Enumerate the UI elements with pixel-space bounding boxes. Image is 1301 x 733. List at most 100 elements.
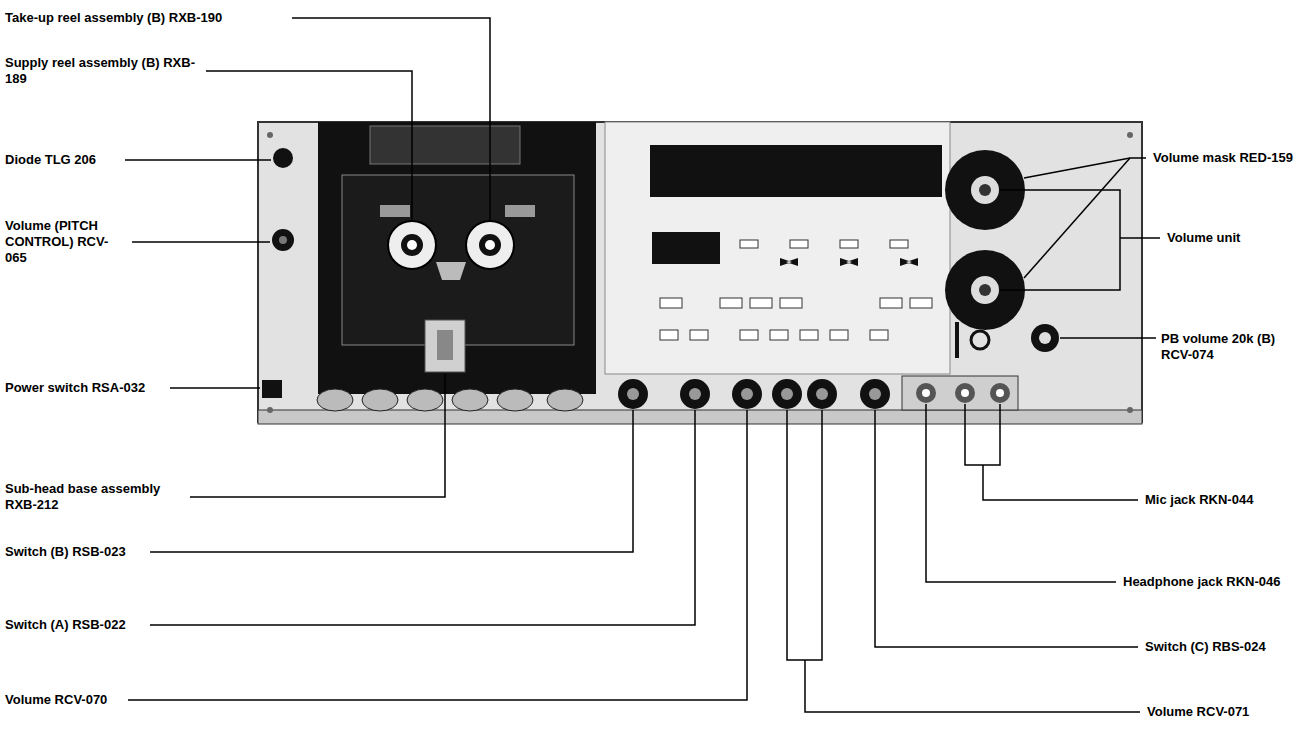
part-label: Power switch RSA-032 bbox=[2, 380, 148, 396]
switch-knob bbox=[680, 379, 710, 409]
front-panel bbox=[258, 122, 1142, 424]
selector-button bbox=[750, 298, 772, 308]
operation-key bbox=[547, 389, 583, 411]
screw bbox=[267, 407, 273, 413]
part-label: Sub-head base assembly RXB-212 bbox=[2, 481, 187, 513]
volume-knob-center bbox=[979, 184, 991, 196]
tape-mechanism bbox=[318, 122, 596, 394]
switch-knob bbox=[618, 379, 648, 409]
take-up-reel bbox=[466, 221, 514, 269]
leader-lines bbox=[125, 18, 1160, 712]
supply-reel bbox=[388, 221, 436, 269]
part-label: Take-up reel assembly (B) RXB-190 bbox=[2, 10, 225, 26]
part-label: Supply reel assembly (B) RXB-189 bbox=[2, 55, 202, 87]
leader-line bbox=[125, 159, 271, 161]
selector-button bbox=[660, 330, 678, 340]
jack-hole bbox=[996, 389, 1004, 397]
indicator-mark bbox=[900, 258, 918, 266]
bottom-row bbox=[618, 376, 1018, 410]
part-label: Diode TLG 206 bbox=[2, 152, 99, 168]
holder-clip bbox=[380, 205, 410, 217]
reel-spindle bbox=[485, 240, 495, 250]
screw bbox=[267, 132, 273, 138]
operation-key bbox=[452, 389, 488, 411]
part-label: Volume RCV-070 bbox=[2, 692, 110, 708]
display-plate bbox=[605, 122, 950, 374]
leader-line bbox=[926, 404, 1116, 582]
volume-knob bbox=[971, 176, 999, 204]
operation-key bbox=[407, 389, 443, 411]
selector-button bbox=[840, 240, 858, 248]
selector-button bbox=[910, 298, 932, 308]
panel-mark bbox=[955, 322, 959, 358]
part-label: Headphone jack RKN-046 bbox=[1120, 574, 1284, 590]
leader-bracket bbox=[965, 404, 1000, 465]
headphone-jack bbox=[916, 383, 936, 403]
meter-window bbox=[650, 145, 942, 197]
part-label: Switch (A) RSB-022 bbox=[2, 617, 129, 633]
screw bbox=[1127, 132, 1133, 138]
pb-volume-center bbox=[1039, 332, 1051, 344]
pitch-knob bbox=[272, 229, 294, 251]
part-label: PB volume 20k (B) RCV-074 bbox=[1158, 331, 1296, 363]
selector-button bbox=[770, 330, 788, 340]
leader-line bbox=[1060, 337, 1156, 339]
power-switch bbox=[262, 380, 282, 398]
panel-bottom-strip bbox=[258, 410, 1142, 424]
selector-button bbox=[740, 240, 758, 248]
leader-line bbox=[1120, 237, 1160, 239]
knob-center bbox=[689, 388, 701, 400]
volume-knob bbox=[772, 379, 802, 409]
volume-knob bbox=[971, 276, 999, 304]
leader-line bbox=[132, 241, 270, 243]
sub-head-base bbox=[425, 320, 465, 372]
indicator-mark bbox=[780, 258, 798, 266]
switch-knob bbox=[860, 379, 890, 409]
leader-line bbox=[128, 410, 747, 700]
operation-key bbox=[362, 389, 398, 411]
leader-bracket bbox=[787, 410, 822, 660]
leader-bracket bbox=[1000, 190, 1120, 290]
part-label: Volume RCV-071 bbox=[1144, 704, 1252, 720]
volume-knob bbox=[807, 379, 837, 409]
leader-line bbox=[1024, 158, 1130, 278]
reel-spindle bbox=[407, 240, 417, 250]
holder-clip bbox=[505, 205, 535, 217]
selector-button bbox=[740, 330, 758, 340]
pitch-knob-center bbox=[279, 236, 287, 244]
part-label: Volume (PITCH CONTROL) RCV-065 bbox=[2, 218, 127, 266]
leader-line bbox=[170, 387, 260, 389]
selector-button bbox=[800, 330, 818, 340]
mic-jack bbox=[990, 383, 1010, 403]
jack-hole bbox=[961, 389, 969, 397]
diode-lamp bbox=[273, 148, 293, 168]
knob-center bbox=[741, 388, 753, 400]
part-label: Volume mask RED-159 bbox=[1150, 150, 1296, 166]
leader-line bbox=[150, 410, 633, 552]
mechanism-body bbox=[318, 122, 596, 394]
panel-plate bbox=[258, 122, 1142, 422]
selector-button bbox=[720, 298, 742, 308]
part-label: Switch (C) RBS-024 bbox=[1142, 639, 1269, 655]
selector-button bbox=[780, 298, 802, 308]
tape-guide bbox=[436, 262, 466, 280]
panel-mark bbox=[971, 331, 989, 349]
volume-knob-center bbox=[979, 284, 991, 296]
leader-line bbox=[875, 410, 1138, 647]
leader-line bbox=[206, 71, 412, 222]
leader-line bbox=[983, 465, 1138, 500]
mechanism-top bbox=[370, 126, 520, 164]
part-label: Switch (B) RSB-023 bbox=[2, 544, 129, 560]
knob-center bbox=[816, 388, 828, 400]
leader-line bbox=[805, 660, 1140, 712]
mic-jack bbox=[955, 383, 975, 403]
selector-button bbox=[660, 298, 682, 308]
screw bbox=[1127, 407, 1133, 413]
left-controls bbox=[262, 148, 294, 398]
jack-hole bbox=[922, 389, 930, 397]
operation-keys bbox=[317, 389, 583, 411]
selector-button bbox=[870, 330, 888, 340]
tape-counter bbox=[652, 232, 720, 264]
operation-key bbox=[317, 389, 353, 411]
